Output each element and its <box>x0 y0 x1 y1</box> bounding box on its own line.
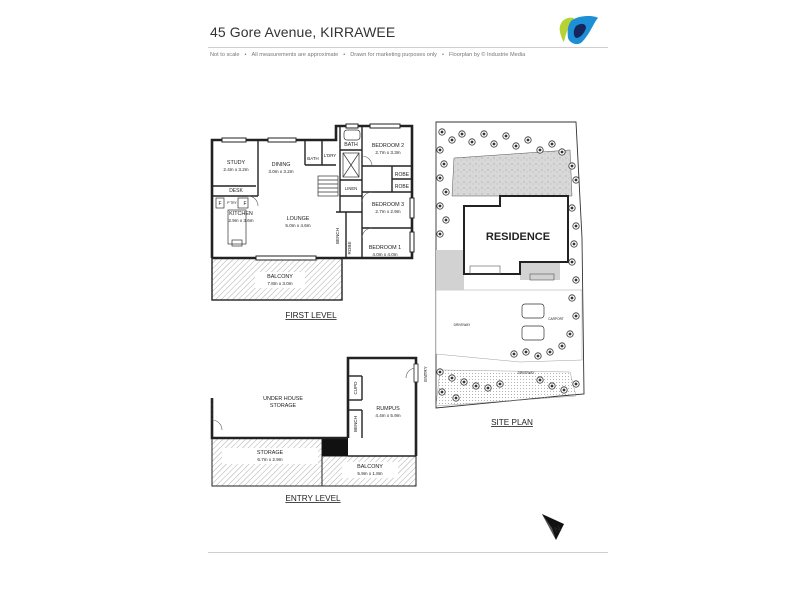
first-dining-label: DINING <box>272 162 291 168</box>
first-bath-small-label: BATH <box>307 156 318 161</box>
first-fridge-left-label: F <box>218 201 221 207</box>
first-balcony-label: BALCONY <box>267 274 293 280</box>
disclaimer-measurements: All measurements are approximate <box>251 52 339 58</box>
first-bedroom1-size: 4.0m x 4.0m <box>372 252 397 257</box>
first-robe-b-label: ROBE <box>395 184 410 190</box>
site-residence-label: RESIDENCE <box>486 231 550 243</box>
entry-entry-label: ENTRY <box>423 366 428 382</box>
first-level-plan: STUDY 2.4m x 3.2m DINING 3.0m x 3.2m BAT… <box>210 123 415 320</box>
first-bedroom3-label: BEDROOM 3 <box>372 202 404 208</box>
header-divider <box>208 47 608 48</box>
property-address: 45 Gore Avenue, KIRRAWEE <box>210 24 396 40</box>
site-carport-label: CARPORT <box>548 317 564 321</box>
first-pantry-label: P'TRY <box>227 201 237 205</box>
site-driveway-label-1: DRIVEWAY <box>454 323 472 327</box>
north-arrow-icon: N <box>542 514 564 540</box>
first-study-size: 2.4m x 3.2m <box>223 167 248 172</box>
entry-balcony-label: BALCONY <box>357 464 383 470</box>
entry-rumpus-label: RUMPUS <box>376 406 400 412</box>
first-lounge-label: LOUNGE <box>287 216 310 222</box>
first-dining-size: 3.0m x 3.2m <box>268 169 293 174</box>
first-lounge-size: 5.0m x 4.6m <box>285 223 310 228</box>
first-bench-label: BENCH <box>335 228 340 244</box>
disclaimer-line: Not to scale•All measurements are approx… <box>210 52 526 58</box>
site-plan: RESIDENCE CARPORT DRIVEWAY DRIVEWAY <box>435 121 585 427</box>
entry-storage-size: 6.7m x 2.9m <box>257 457 282 462</box>
first-level-title: FIRST LEVEL <box>285 311 337 320</box>
first-bedroom3-size: 2.7m x 2.9m <box>375 209 400 214</box>
first-study-label: STUDY <box>227 160 246 166</box>
first-balcony-size: 7.8m x 3.0m <box>267 281 292 286</box>
first-desk-label: DESK <box>229 188 243 194</box>
first-kitchen-size: 2.9m x 3.6m <box>228 218 253 223</box>
entry-rumpus-size: 4.4m x 5.9m <box>375 413 400 418</box>
first-linen-label: LINEN <box>345 186 357 191</box>
brand-logo-icon <box>559 16 598 45</box>
entry-under-house-label-2: STORAGE <box>270 403 297 409</box>
entry-storage-label: STORAGE <box>257 450 284 456</box>
entry-level-plan: UNDER HOUSE STORAGE CUPD RUMPUS 4.4m x 5… <box>210 356 428 503</box>
entry-balcony-size: 5.9m x 1.8m <box>357 471 382 476</box>
first-laundry-label: L'DRY <box>324 153 337 158</box>
first-kitchen-label: KITCHEN <box>229 211 253 217</box>
disclaimer-credit: Floorplan by © Industrie Media <box>448 52 526 58</box>
first-bath-label: BATH <box>344 142 358 148</box>
entry-under-house-label-1: UNDER HOUSE <box>263 396 303 402</box>
disclaimer-marketing: Drawn for marketing purposes only <box>350 52 437 58</box>
site-boundary <box>435 121 585 409</box>
entry-bench-label: BENCH <box>353 416 358 432</box>
first-fridge-right-label: F <box>243 201 246 207</box>
site-plan-title: SITE PLAN <box>491 418 533 427</box>
entry-level-title: ENTRY LEVEL <box>285 494 341 503</box>
first-bedroom2-label: BEDROOM 2 <box>372 143 404 149</box>
north-letter: N <box>552 523 563 535</box>
logo-leaf-navy <box>573 23 586 38</box>
first-robe-c-label: ROBE <box>347 241 352 254</box>
first-robe-a-label: ROBE <box>395 172 410 178</box>
footer-divider <box>208 552 608 553</box>
disclaimer-scale: Not to scale <box>210 52 240 58</box>
first-bedroom1-label: BEDROOM 1 <box>369 245 401 251</box>
site-driveway-label-2: DRIVEWAY <box>518 371 536 375</box>
entry-cupd-label: CUPD <box>353 381 358 395</box>
first-bedroom2-size: 2.7m x 3.3m <box>375 150 400 155</box>
